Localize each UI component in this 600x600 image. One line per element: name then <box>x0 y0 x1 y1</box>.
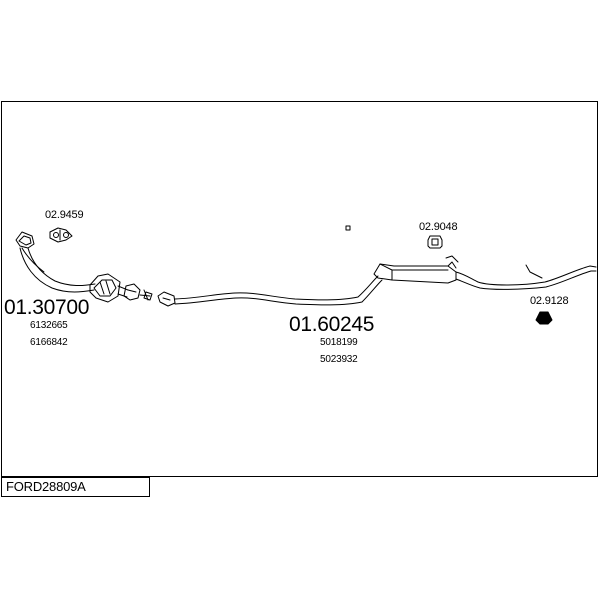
ref-number-5023932: 5023932 <box>320 354 358 365</box>
clamp-02-9128 <box>535 311 553 325</box>
clamp-02-9459 <box>49 227 73 243</box>
part-number-02-9459: 02.9459 <box>45 209 84 221</box>
part-number-01-60245: 01.60245 <box>289 313 375 336</box>
diagram-frame <box>1 101 598 477</box>
marker-square <box>345 225 351 231</box>
rear-silencer <box>373 255 597 290</box>
clamp-02-9048 <box>427 235 443 249</box>
front-pipe-part <box>15 231 141 303</box>
part-number-02-9048: 02.9048 <box>419 221 458 233</box>
flange-piece <box>139 289 153 301</box>
ref-number-6166842: 6166842 <box>30 337 68 348</box>
centre-pipe-part <box>157 275 383 307</box>
ref-number-6132665: 6132665 <box>30 320 68 331</box>
ref-number-5018199: 5018199 <box>320 337 358 348</box>
code-box: FORD28809A <box>1 477 150 497</box>
part-number-02-9128: 02.9128 <box>530 295 569 307</box>
diagram-code: FORD28809A <box>6 479 86 494</box>
part-number-01-30700: 01.30700 <box>4 296 90 319</box>
